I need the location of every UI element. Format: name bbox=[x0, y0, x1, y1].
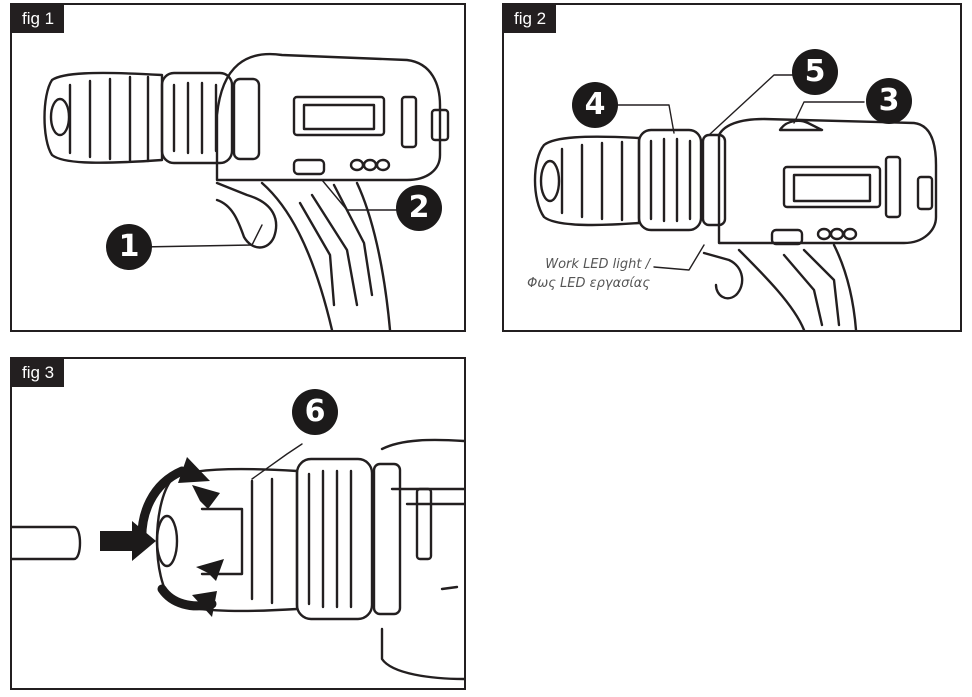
work-led-caption-line-1: Work LED light / bbox=[545, 257, 650, 272]
bit-insertion-illustration bbox=[12, 438, 464, 681]
figure-2-label: fig 2 bbox=[504, 5, 557, 33]
work-led-caption: Work LED light / Φως LED εργασίας bbox=[510, 255, 650, 293]
figure-3-panel: fig 3 bbox=[10, 357, 466, 690]
figure-1-label: fig 1 bbox=[12, 5, 65, 33]
figure-3-label: fig 3 bbox=[12, 359, 65, 387]
callout-4-badge: 4 bbox=[572, 82, 618, 128]
work-led-caption-line-2: Φως LED εργασίας bbox=[527, 276, 650, 291]
callout-3-badge: 3 bbox=[866, 78, 912, 124]
callout-5-badge: 5 bbox=[792, 49, 838, 95]
drill-front-angle-illustration bbox=[533, 74, 938, 330]
figure-1-panel: fig 1 bbox=[10, 3, 466, 332]
callout-6-badge: 6 bbox=[292, 389, 338, 435]
figure-2-panel: fig 2 bbox=[502, 3, 962, 332]
callout-1-badge: 1 bbox=[106, 224, 152, 270]
callout-2-badge: 2 bbox=[396, 185, 442, 231]
drill-side-view-illustration bbox=[43, 52, 450, 330]
